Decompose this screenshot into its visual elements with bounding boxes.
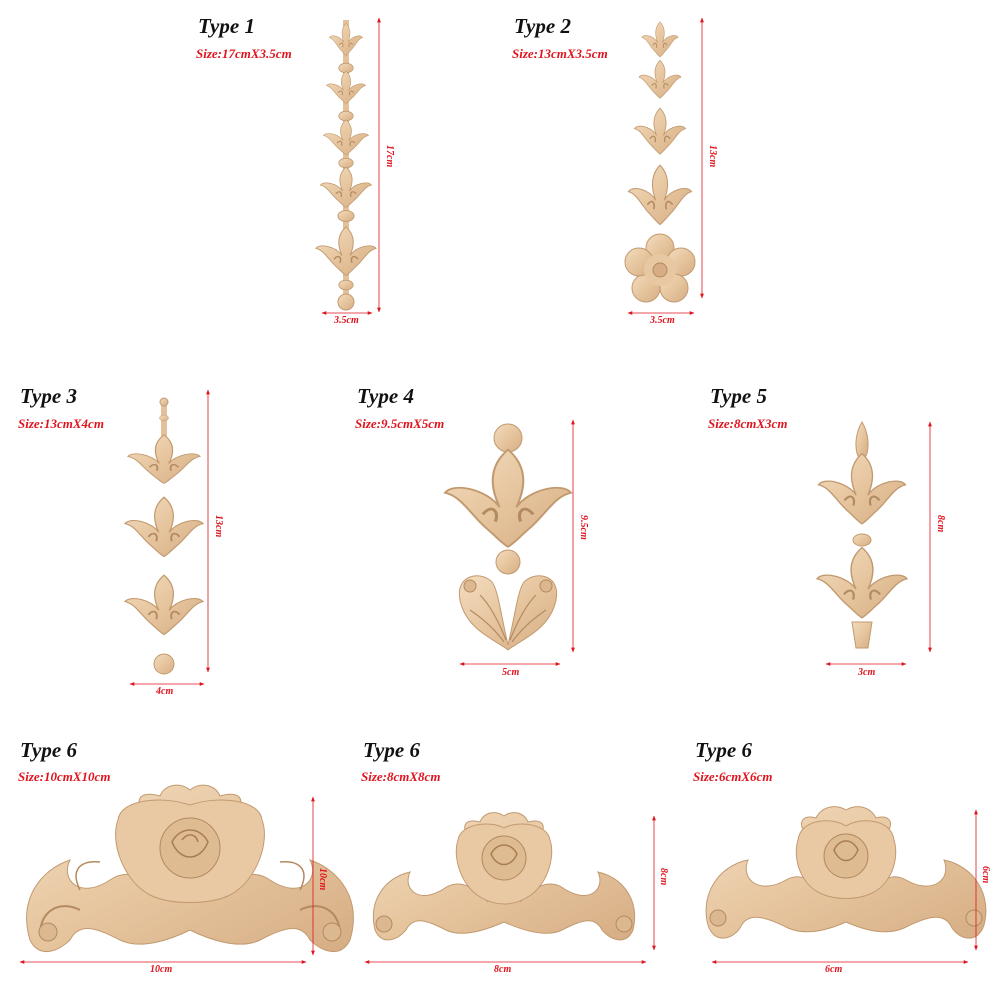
item-2-applique (624, 21, 696, 303)
item-4-title: Type 4 (357, 384, 414, 408)
item-5-height-label: 8cm (935, 515, 946, 533)
item-3-width-label: 4cm (156, 686, 174, 697)
item-6c-height-label: 6cm (980, 866, 991, 884)
item-3-height-label: 13cm (213, 515, 224, 538)
item-1-size: Size:17cmX3.5cm (196, 46, 292, 61)
item-5-title: Type 5 (710, 384, 767, 408)
item-6a-height-label: 10cm (317, 868, 328, 891)
item-2-size: Size:13cmX3.5cm (512, 46, 608, 61)
item-6b-applique (373, 812, 635, 941)
item-1-height-label: 17cm (384, 145, 395, 168)
item-1-width-label: 3.5cm (334, 315, 359, 326)
item-6b-width-label: 8cm (494, 964, 512, 975)
item-6b-title: Type 6 (363, 738, 420, 762)
item-6c-applique (705, 806, 987, 939)
item-6a-size: Size:10cmX10cm (18, 769, 111, 784)
item-3-title: Type 3 (20, 384, 77, 408)
item-6a-title: Type 6 (20, 738, 77, 762)
item-4-applique (443, 423, 573, 651)
item-6c-width-label: 6cm (825, 964, 843, 975)
item-4-size: Size:9.5cmX5cm (355, 416, 445, 431)
item-1-title: Type 1 (198, 14, 255, 38)
item-5-size: Size:8cmX3cm (708, 416, 788, 431)
item-3-applique (124, 397, 204, 675)
item-6c-size: Size:6cmX6cm (693, 769, 773, 784)
item-6a-width-label: 10cm (150, 964, 173, 975)
item-4-width-label: 5cm (502, 667, 520, 678)
item-2-height-label: 13cm (707, 145, 718, 168)
item-2-width-label: 3.5cm (650, 315, 675, 326)
item-1-applique (315, 20, 377, 311)
item-6b-height-label: 8cm (658, 868, 669, 886)
item-5-width-label: 3cm (858, 667, 876, 678)
item-6b-size: Size:8cmX8cm (361, 769, 441, 784)
item-5-applique (815, 421, 909, 649)
item-4-height-label: 9.5cm (578, 515, 589, 540)
item-3-size: Size:13cmX4cm (18, 416, 104, 431)
item-2-title: Type 2 (514, 14, 571, 38)
item-6a-applique (26, 784, 354, 952)
item-6c-title: Type 6 (695, 738, 752, 762)
